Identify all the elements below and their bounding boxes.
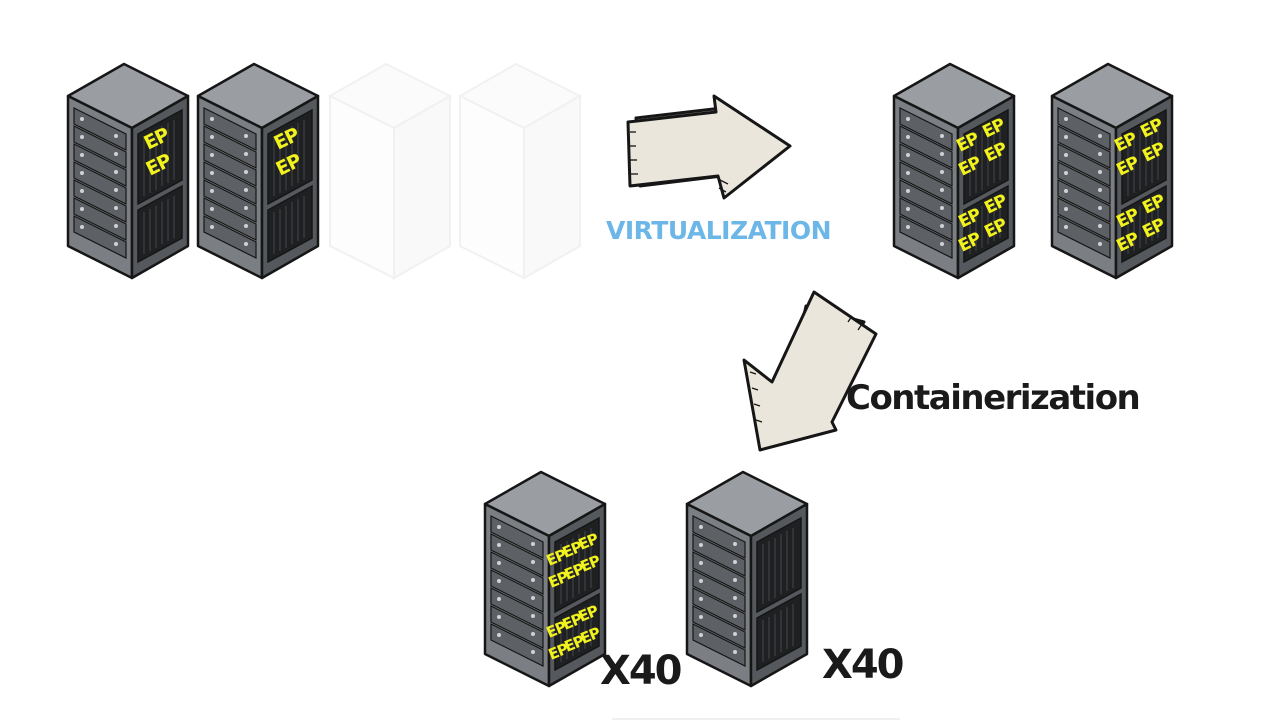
rack-ghost-1 [329, 63, 451, 279]
rack-physical-2: EP EP [196, 62, 320, 280]
rack-container-2 [685, 470, 809, 688]
virtualization-label: VIRTUALIZATION [606, 216, 832, 245]
multiplier-label-right: X40 [822, 642, 905, 688]
virtualization-arrow [626, 94, 792, 200]
rack-virtual-2: EP EP EP EP EP EP EP EP [1050, 62, 1174, 280]
rack-ghost-2 [459, 63, 581, 279]
multiplier-label-left: X40 [600, 648, 683, 694]
rack-physical-1: EP EP [66, 62, 190, 280]
rack-virtual-1: EP EP EP EP EP EP EP EP [892, 62, 1016, 280]
containerization-label: Containerization [846, 378, 1141, 418]
rack-container-1: EP EP EP EP EP EP EP EP EP EP EP EP [483, 470, 607, 688]
containerization-arrow [742, 290, 878, 452]
